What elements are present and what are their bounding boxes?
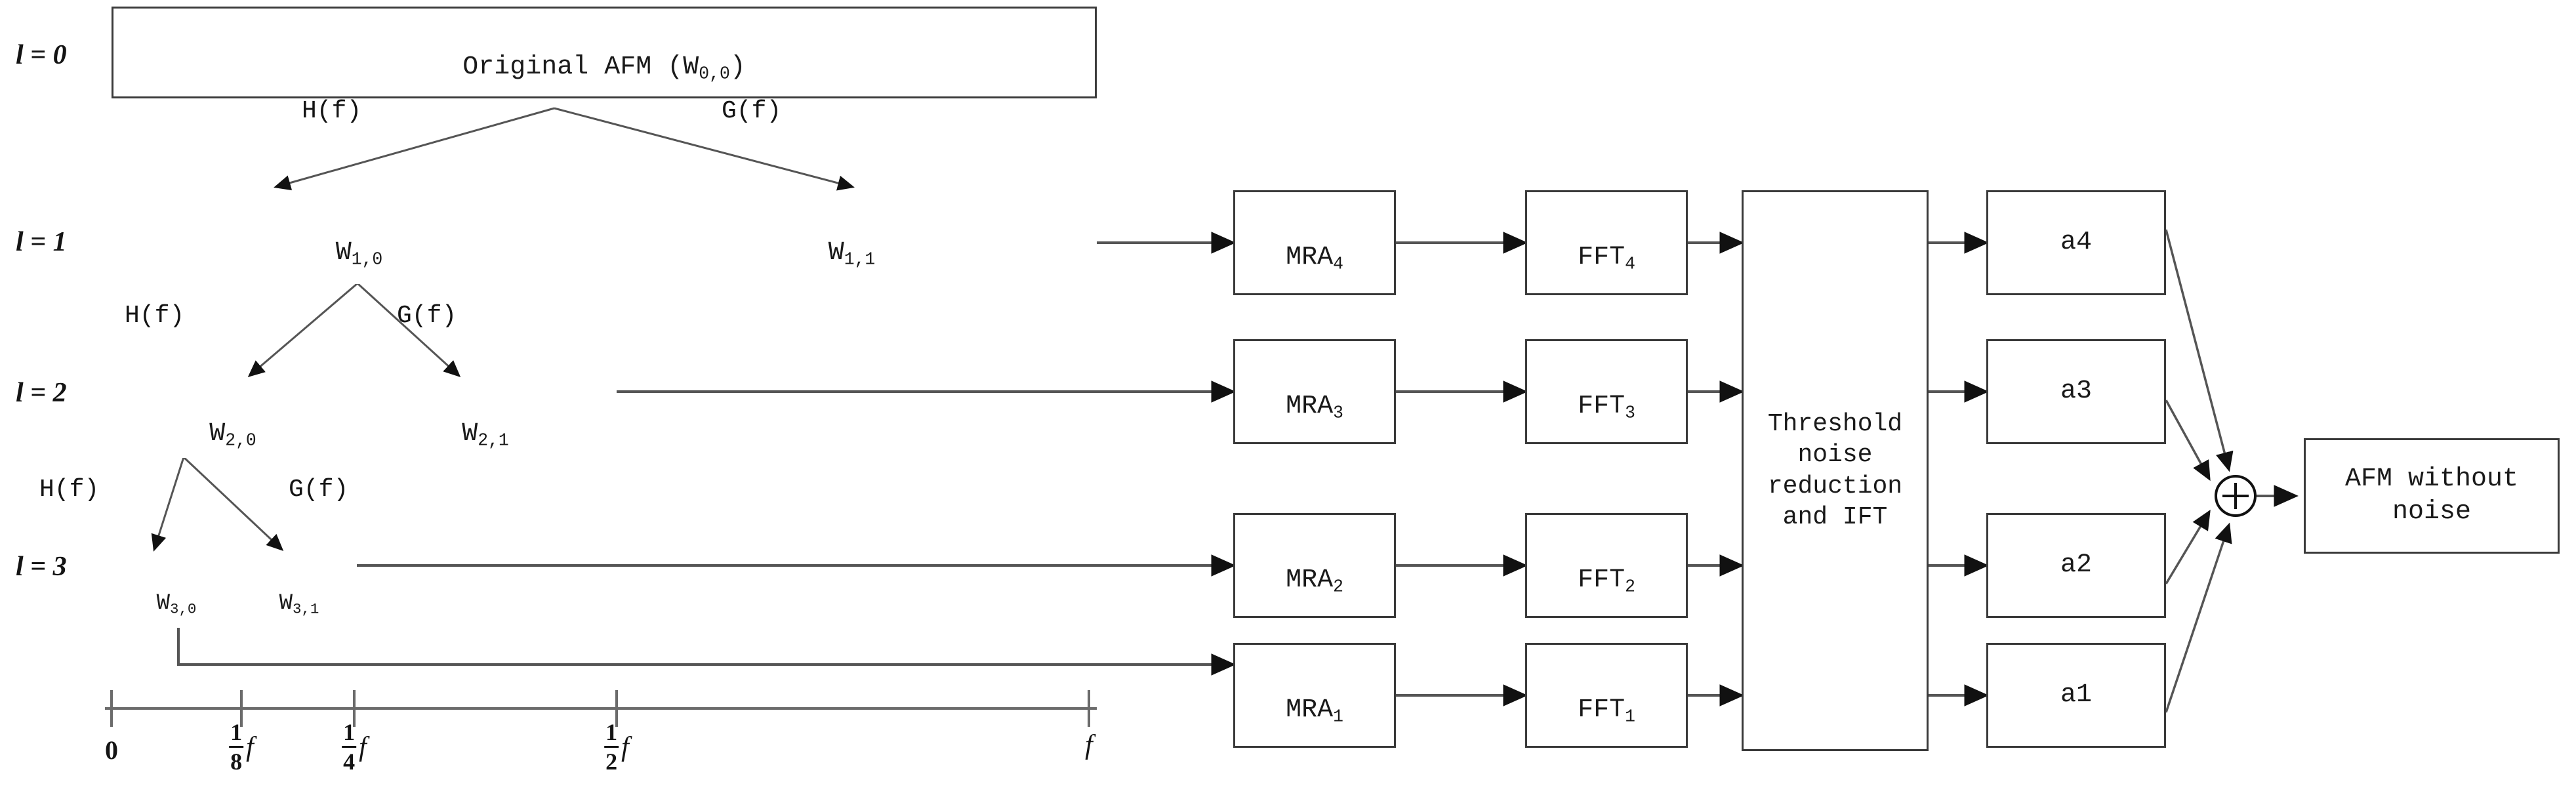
coefficient-box-a3[interactable]: a3: [1986, 339, 2166, 444]
filter-label-g1: G(f): [722, 97, 782, 125]
fraction-one-eighth: 1 8: [229, 719, 244, 775]
level-label-3: l = 3: [16, 551, 67, 583]
decomposition-box-w11-label: W1,1: [828, 237, 876, 270]
filter-label-g3: G(f): [289, 476, 349, 504]
level-label-2: l = 2: [16, 377, 67, 409]
summation-plus-icon: [2215, 475, 2257, 517]
decomposition-box-w11[interactable]: W1,1: [607, 192, 1097, 284]
fft-box-fft3-label: FFT3: [1578, 391, 1635, 423]
axis-tick-label-one-eighth-f: 1 8 f: [229, 719, 254, 775]
output-box-afm-without-noise[interactable]: AFM without noise: [2304, 438, 2560, 554]
axis-tick-label-one-half-f: 1 2 f: [604, 719, 629, 775]
decomposition-box-w10[interactable]: W1,0: [112, 192, 607, 284]
decomposition-box-w10-label: W1,0: [335, 237, 383, 270]
coefficient-box-a2-label: a2: [2060, 550, 2092, 581]
decomposition-box-w20[interactable]: W2,0: [112, 380, 354, 458]
decomposition-box-w00[interactable]: Original AFM (W0,0): [112, 7, 1097, 98]
mra-box-mra4-label: MRA4: [1286, 242, 1343, 274]
split-l2-to-l3: [151, 456, 284, 552]
level-label-3-text: l = 3: [16, 552, 67, 582]
output-box-label: AFM without noise: [2344, 464, 2519, 527]
fraction-bar: [604, 746, 619, 748]
mra-box-mra3[interactable]: MRA3: [1233, 339, 1396, 444]
fft-box-fft4[interactable]: FFT4: [1525, 190, 1688, 295]
level-label-1-text: l = 1: [16, 227, 67, 257]
axis-tick-label-f: f: [1085, 730, 1093, 760]
coefficient-box-a1-label: a1: [2060, 680, 2092, 710]
fft-box-fft4-label: FFT4: [1578, 242, 1635, 274]
axis-tick-label-0: 0: [105, 735, 118, 765]
wire-w30-to-mra1: [177, 626, 1237, 676]
fft-box-fft3[interactable]: FFT3: [1525, 339, 1688, 444]
fraction-bar: [229, 746, 244, 748]
coefficient-box-a1[interactable]: a1: [1986, 643, 2166, 748]
mra-box-mra4[interactable]: MRA4: [1233, 190, 1396, 295]
mra-box-mra2-label: MRA2: [1286, 565, 1343, 597]
decomposition-box-w21-label: W2,1: [462, 419, 509, 451]
decomposition-box-w30[interactable]: W3,0: [112, 554, 241, 628]
decomposition-box-w31-label: W3,1: [279, 591, 319, 618]
filter-label-h2: H(f): [125, 302, 185, 330]
fraction-bar: [342, 746, 357, 748]
fraction-one-half: 1 2: [604, 719, 619, 775]
level-label-1: l = 1: [16, 226, 67, 258]
wire-a3-to-sum: [2165, 400, 2211, 481]
mra-box-mra1[interactable]: MRA1: [1233, 643, 1396, 748]
decomposition-box-w20-label: W2,0: [209, 419, 256, 451]
fft-box-fft1-label: FFT1: [1578, 695, 1635, 727]
wire-a4-to-sum: [2165, 229, 2234, 472]
threshold-noise-reduction-label: Threshold noise reduction and IFT: [1767, 409, 1903, 532]
coefficient-box-a2[interactable]: a2: [1986, 513, 2166, 618]
filter-label-h1: H(f): [302, 97, 362, 125]
level-label-2-text: l = 2: [16, 378, 67, 408]
level-label-0-text: l = 0: [16, 40, 67, 70]
mra-box-mra2[interactable]: MRA2: [1233, 513, 1396, 618]
decomposition-box-w31[interactable]: W3,1: [241, 554, 357, 628]
level-label-0: l = 0: [16, 39, 67, 71]
threshold-noise-reduction-box[interactable]: Threshold noise reduction and IFT: [1742, 190, 1929, 751]
decomposition-box-w21[interactable]: W2,1: [354, 380, 617, 458]
wire-a1-to-sum: [2165, 522, 2232, 713]
wire-a2-to-sum: [2165, 509, 2211, 584]
coefficient-box-a3-label: a3: [2060, 377, 2092, 407]
fft-box-fft2-label: FFT2: [1578, 565, 1635, 597]
decomposition-box-w00-label: Original AFM (W0,0): [462, 52, 746, 84]
mra-box-mra3-label: MRA3: [1286, 391, 1343, 423]
coefficient-box-a4[interactable]: a4: [1986, 190, 2166, 295]
filter-label-g2: G(f): [397, 302, 457, 330]
coefficient-box-a4-label: a4: [2060, 228, 2092, 258]
decomposition-box-w30-label: W3,0: [156, 591, 197, 618]
mra-box-mra1-label: MRA1: [1286, 695, 1343, 727]
fft-box-fft2[interactable]: FFT2: [1525, 513, 1688, 618]
fraction-one-quarter: 1 4: [342, 719, 357, 775]
fft-box-fft1[interactable]: FFT1: [1525, 643, 1688, 748]
filter-label-h3: H(f): [39, 476, 100, 504]
axis-tick-label-one-quarter-f: 1 4 f: [342, 719, 367, 775]
